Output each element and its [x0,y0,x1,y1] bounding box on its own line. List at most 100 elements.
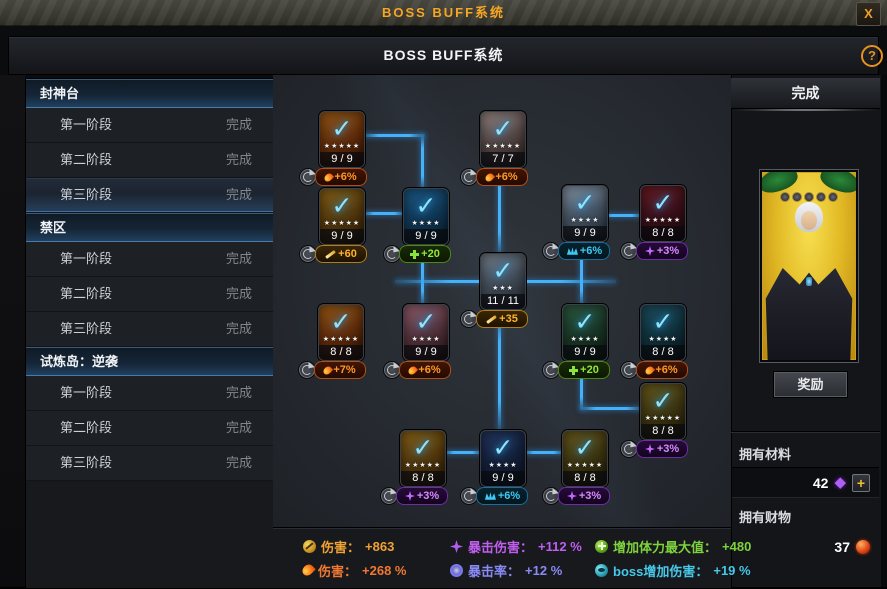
level-count: 11 / 11 [481,294,525,309]
buff-badge: +60 [315,245,367,263]
status-badge: 完成 [225,187,252,202]
assets-row: 37 [732,533,879,561]
buff-badge: +3% [636,242,688,260]
reset-icon[interactable] [380,487,398,505]
buff-badge: +6% [399,361,451,379]
reward-button[interactable]: 奖励 [773,371,848,398]
status-badge: 完成 [225,117,252,132]
help-icon[interactable]: ? [861,45,883,67]
reset-icon[interactable] [542,361,560,379]
level-count: 7 / 7 [481,152,525,167]
status-badge: 完成 [225,152,252,167]
add-materials-button[interactable]: + [852,473,870,492]
reset-icon[interactable] [620,361,638,379]
hp-stat-icon [595,539,608,553]
check-icon: ✓ [574,189,596,217]
sidebar-item-stage[interactable]: 第二阶段 完成 [26,143,274,178]
skill-node-center[interactable]: ✓ ★★★ 11 / 11 +35 [460,253,530,329]
sidebar-item-stage[interactable]: 第三阶段 完成 [26,312,274,347]
left-edge [0,75,25,587]
sidebar-item-stage[interactable]: 第二阶段 完成 [26,277,274,312]
skill-node[interactable]: ✓ ★★★★ 9 / 9 +20 [542,304,612,380]
level-count: 9 / 9 [404,345,448,360]
flame-icon [322,364,334,376]
skill-node[interactable]: ✓ ★★★★ 9 / 9 +6% [460,430,530,506]
gem-icon: ◆ [834,474,846,491]
tree-connector [580,243,583,306]
level-count: 9 / 9 [563,226,607,241]
flame-icon [644,364,656,376]
status-badge: 完成 [225,420,252,435]
crit-icon [566,247,578,255]
tree-connector [363,212,405,215]
star-rating: ★★★★★ [484,143,522,150]
buff-badge: +3% [636,440,688,458]
skill-node[interactable]: ✓ ★★★★ 9 / 9 +20 [383,188,453,264]
sidebar-item-stage[interactable]: 第一阶段 完成 [26,108,274,143]
check-icon: ✓ [415,192,437,220]
skill-node[interactable]: ✓ ★★★★ 9 / 9 +6% [542,185,612,261]
skill-node[interactable]: ✓ ★★★★★ 8 / 8 +3% [380,430,450,506]
check-icon: ✓ [492,434,514,462]
level-count: 8 / 8 [641,424,685,439]
sidebar-item-stage[interactable]: 第一阶段 完成 [26,242,274,277]
skill-node[interactable]: ✓ ★★★★★ 8 / 8 +7% [298,304,368,380]
skill-node[interactable]: ✓ ★★★★★ 7 / 7 +6% [460,111,530,187]
stat-crit-rate: 暴击率+12 % [450,562,562,579]
level-count: 8 / 8 [563,471,607,486]
check-icon: ✓ [412,434,434,462]
skill-node[interactable]: ✓ ★★★★★ 8 / 8 +3% [542,430,612,506]
close-button[interactable]: X [856,2,881,26]
flame-icon [323,171,335,183]
tree-connector [602,214,642,217]
buff-badge: +20 [399,245,451,263]
character-card [760,170,858,362]
star-rating: ★★★★ [648,336,678,343]
sword-stat-icon [303,539,316,553]
character-armor [765,267,853,360]
check-icon: ✓ [652,387,674,415]
sidebar-item-stage[interactable]: 第三阶段 完成 [26,446,274,481]
tree-connector [444,451,482,454]
tree-connector [363,134,425,137]
crit-icon [484,492,496,500]
stat-boss-damage: boss增加伤害+19 % [595,562,751,579]
star-rating: ★★★★ [411,220,441,227]
sword-icon [325,249,336,259]
status-badge: 完成 [225,251,252,266]
level-count: 9 / 9 [404,229,448,244]
sparkle-icon [644,246,655,256]
skill-node[interactable]: ✓ ★★★★ 8 / 8 +6% [620,304,690,380]
flame-icon [484,171,496,183]
tree-connector [498,310,501,432]
buff-badge: +6% [636,361,688,379]
sidebar-item-stage-selected[interactable]: 第三阶段 完成 [26,178,274,213]
check-icon: ✓ [330,308,352,336]
star-rating: ★★★★★ [566,462,604,469]
page-title: BOSS BUFF系统 [383,47,504,63]
sparkle-icon [566,491,577,501]
window-title: BOSS BUFF系统 [381,5,506,20]
boss-stat-icon [595,563,608,577]
skill-node[interactable]: ✓ ★★★★★ 8 / 8 +3% [620,185,690,261]
check-icon: ✓ [331,192,353,220]
buff-badge: +6% [476,487,528,505]
star-rating: ★★★★ [570,336,600,343]
title-bar-texture [0,0,887,26]
skill-node[interactable]: ✓ ★★★★★ 8 / 8 +3% [620,383,690,459]
skill-node[interactable]: ✓ ★★★★★ 9 / 9 +6% [299,111,369,187]
reset-icon[interactable] [542,487,560,505]
sidebar-item-stage[interactable]: 第二阶段 完成 [26,411,274,446]
level-count: 8 / 8 [641,226,685,241]
buff-badge: +3% [558,487,610,505]
tree-connector [421,243,424,306]
armor-gem-icon [806,277,812,286]
skill-node[interactable]: ✓ ★★★★ 9 / 9 +6% [383,304,453,380]
reset-icon[interactable] [620,440,638,458]
skill-node[interactable]: ✓ ★★★★★ 9 / 9 +60 [299,188,369,264]
check-icon: ✓ [652,189,674,217]
crit-rate-icon [450,563,463,577]
sidebar-item-stage[interactable]: 第一阶段 完成 [26,376,274,411]
panel-divider-shine [733,109,878,111]
